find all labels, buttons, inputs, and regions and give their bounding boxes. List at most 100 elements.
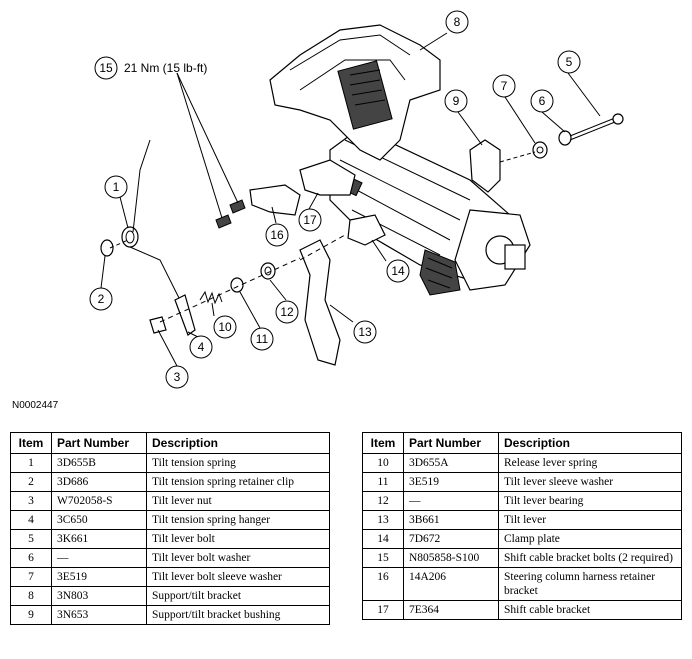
header-item: Item bbox=[10, 432, 52, 454]
exploded-view-diagram: 21 Nm (15 lb-ft) 1 2 3 4 5 6 7 8 9 10 11… bbox=[89, 10, 624, 389]
description-cell: Tilt lever nut bbox=[146, 491, 330, 511]
description-cell: Tilt lever bearing bbox=[498, 491, 682, 511]
part-number-cell: 14A206 bbox=[403, 567, 499, 601]
svg-text:4: 4 bbox=[198, 340, 205, 354]
part-number-cell: 3E519 bbox=[51, 567, 147, 587]
svg-text:13: 13 bbox=[358, 325, 372, 339]
harness-bracket-illustration bbox=[249, 159, 386, 246]
item-cell: 14 bbox=[362, 529, 404, 549]
header-description: Description bbox=[146, 432, 330, 454]
description-cell: Shift cable bracket bbox=[498, 600, 682, 620]
part-number-cell: 3K661 bbox=[51, 529, 147, 549]
svg-text:10: 10 bbox=[218, 320, 232, 334]
description-cell: Release lever spring bbox=[498, 453, 682, 473]
torque-callout-text: 21 Nm (15 lb-ft) bbox=[124, 61, 207, 75]
shift-cable-bracket-bolts-illustration bbox=[215, 199, 246, 229]
item-cell: 15 bbox=[362, 548, 404, 568]
header-item: Item bbox=[362, 432, 404, 454]
header-description: Description bbox=[498, 432, 682, 454]
description-cell: Clamp plate bbox=[498, 529, 682, 549]
callout-1: 1 bbox=[104, 175, 128, 199]
item-cell: 12 bbox=[362, 491, 404, 511]
callout-2: 2 bbox=[89, 287, 113, 311]
svg-text:6: 6 bbox=[539, 94, 546, 108]
item-cell: 10 bbox=[362, 453, 404, 473]
table-row: 12—Tilt lever bearing bbox=[362, 491, 682, 511]
alignment-lines bbox=[109, 234, 346, 323]
part-number-cell: 7D672 bbox=[403, 529, 499, 549]
header-part-number: Part Number bbox=[51, 432, 147, 454]
description-cell: Tilt lever bolt washer bbox=[146, 548, 330, 568]
part-number-cell: N805858-S100 bbox=[403, 548, 499, 568]
item-cell: 4 bbox=[10, 510, 52, 530]
item-cell: 6 bbox=[10, 548, 52, 568]
tilt-lever-bolt-illustration bbox=[499, 113, 624, 163]
callout-13: 13 bbox=[353, 320, 377, 344]
item-cell: 16 bbox=[362, 567, 404, 601]
part-number-cell: 7E364 bbox=[403, 600, 499, 620]
item-cell: 17 bbox=[362, 600, 404, 620]
header-part-number: Part Number bbox=[403, 432, 499, 454]
support-tilt-bracket-illustration bbox=[269, 24, 441, 161]
item-cell: 1 bbox=[10, 453, 52, 473]
callout-8: 8 bbox=[445, 10, 469, 34]
leader-lines bbox=[100, 32, 601, 367]
svg-text:5: 5 bbox=[566, 55, 573, 69]
part-number-cell: 3D655B bbox=[51, 453, 147, 473]
svg-text:1: 1 bbox=[113, 180, 120, 194]
description-cell: Tilt tension spring hanger bbox=[146, 510, 330, 530]
callout-17: 17 bbox=[298, 208, 322, 232]
table-row: 6—Tilt lever bolt washer bbox=[10, 548, 330, 568]
part-number-cell: 3E519 bbox=[403, 472, 499, 492]
svg-text:8: 8 bbox=[454, 15, 461, 29]
description-cell: Support/tilt bracket bbox=[146, 586, 330, 606]
part-number-cell: — bbox=[51, 548, 147, 568]
description-cell: Tilt tension spring retainer clip bbox=[146, 472, 330, 492]
part-number-cell: 3B661 bbox=[403, 510, 499, 530]
callout-16: 16 bbox=[265, 223, 289, 247]
svg-text:9: 9 bbox=[453, 94, 460, 108]
description-cell: Tilt lever bbox=[498, 510, 682, 530]
tilt-tension-spring-illustration bbox=[100, 139, 189, 316]
svg-text:16: 16 bbox=[270, 228, 284, 242]
callout-6: 6 bbox=[530, 89, 554, 113]
svg-text:14: 14 bbox=[391, 264, 405, 278]
item-cell: 8 bbox=[10, 586, 52, 606]
tilt-spring-hanger-illustration bbox=[149, 294, 196, 336]
description-cell: Steering column harness retainer bracket bbox=[498, 567, 682, 601]
svg-text:12: 12 bbox=[280, 305, 294, 319]
callout-3: 3 bbox=[165, 365, 189, 389]
table-header-row: Item Part Number Description bbox=[362, 432, 682, 454]
bushing-illustration bbox=[469, 139, 501, 193]
part-number-cell: — bbox=[403, 491, 499, 511]
item-cell: 9 bbox=[10, 605, 52, 625]
part-number-cell: 3D686 bbox=[51, 472, 147, 492]
part-number-cell: W702058-S bbox=[51, 491, 147, 511]
callout-12: 12 bbox=[275, 300, 299, 324]
callout-15: 15 bbox=[94, 56, 118, 80]
table-header-row: Item Part Number Description bbox=[10, 432, 330, 454]
svg-text:3: 3 bbox=[174, 370, 181, 384]
callout-10: 10 bbox=[213, 315, 237, 339]
part-number-cell: 3D655A bbox=[403, 453, 499, 473]
steering-column-illustration bbox=[329, 127, 531, 296]
callout-11: 11 bbox=[250, 327, 274, 351]
description-cell: Tilt lever bolt sleeve washer bbox=[146, 567, 330, 587]
description-cell: Tilt lever sleeve washer bbox=[498, 472, 682, 492]
callout-4: 4 bbox=[189, 335, 213, 359]
